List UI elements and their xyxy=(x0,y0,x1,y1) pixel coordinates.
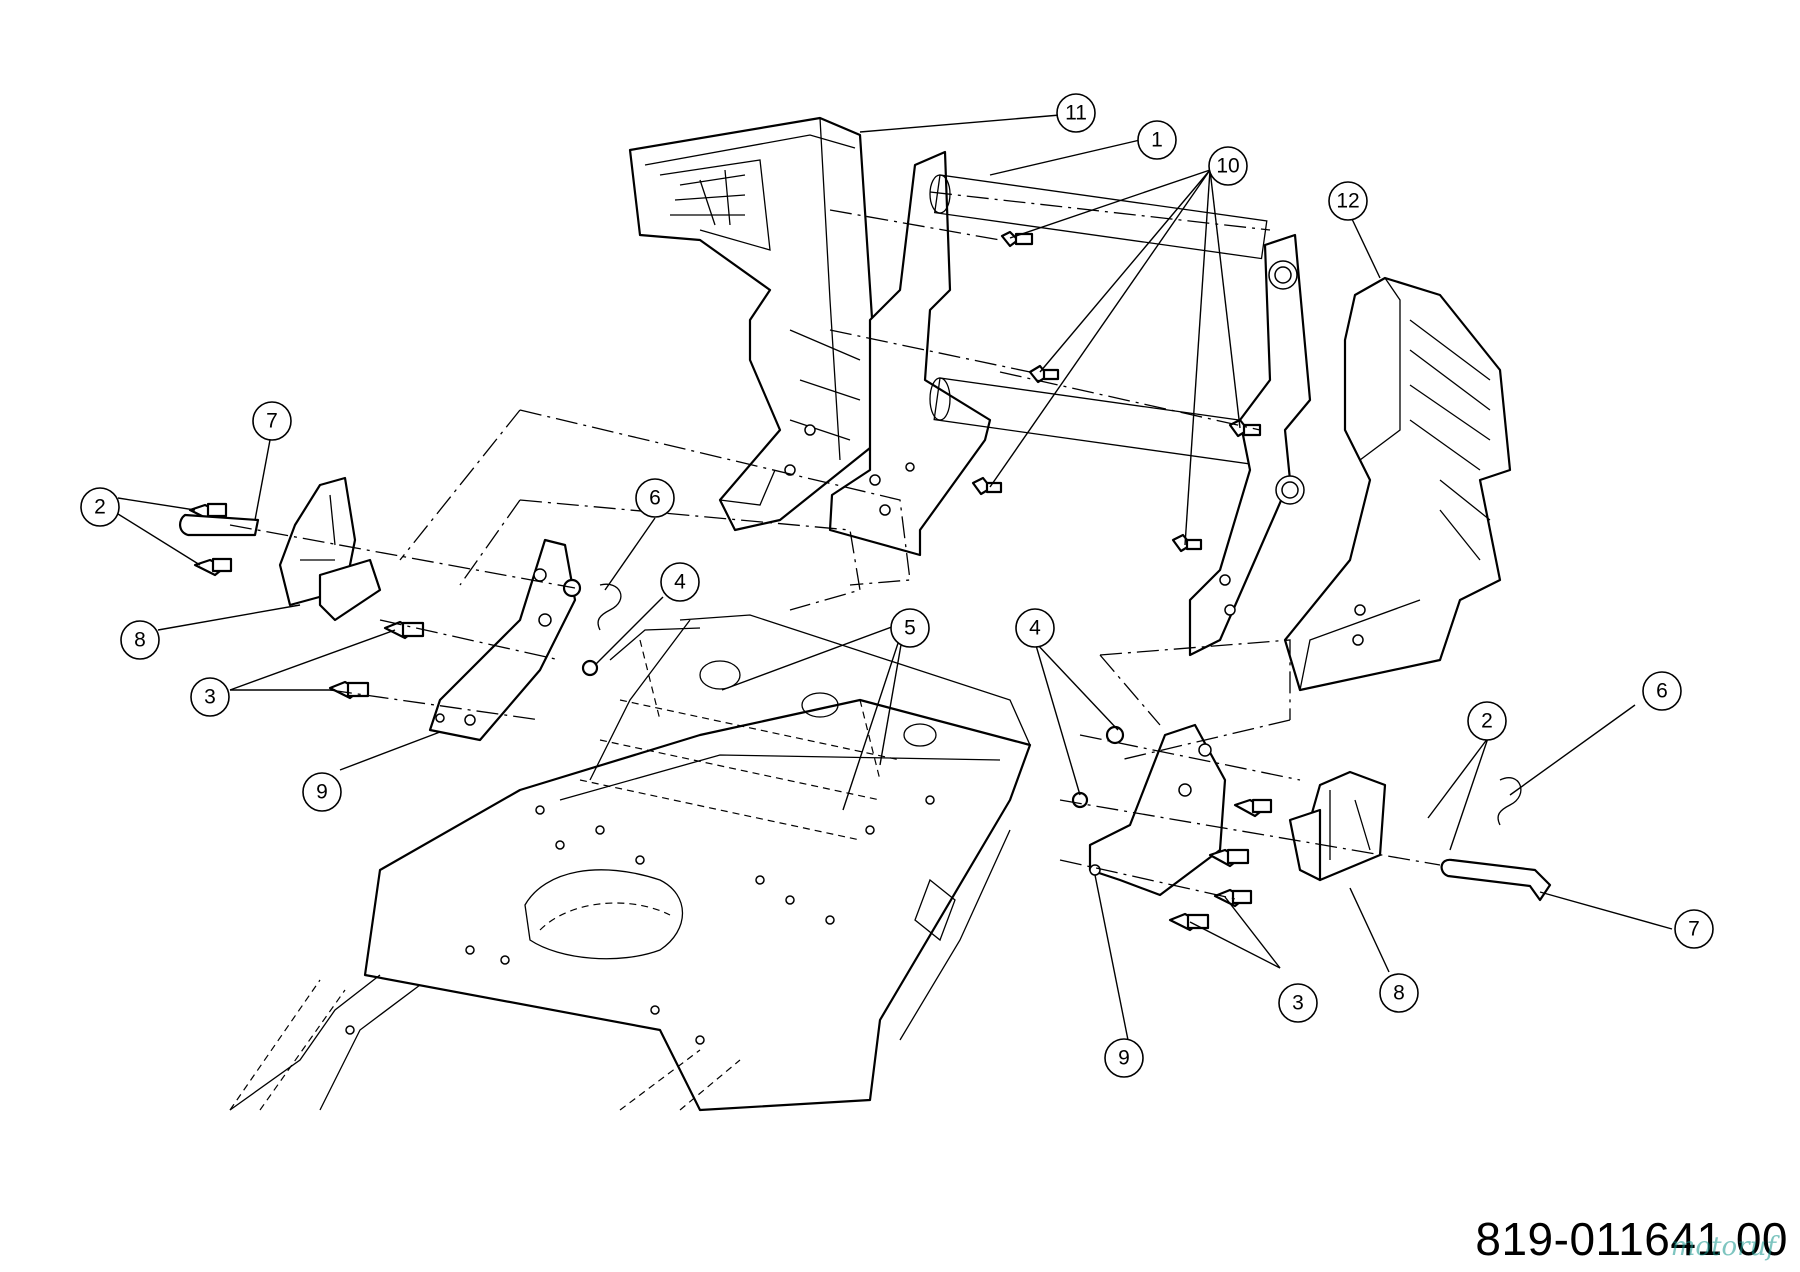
svg-text:2: 2 xyxy=(1481,710,1493,733)
part-1-bumper-frame xyxy=(828,150,1312,657)
svg-text:10: 10 xyxy=(1216,155,1239,178)
right-bracket-assembly xyxy=(1071,723,1552,932)
svg-text:2: 2 xyxy=(94,496,106,519)
callout-6-left: 6 xyxy=(635,478,675,518)
callout-3-right: 3 xyxy=(1278,983,1318,1023)
part-9-left-side-plate xyxy=(428,538,577,742)
part-11-left-hood-panel xyxy=(628,116,882,532)
svg-text:1: 1 xyxy=(1151,129,1163,152)
svg-text:7: 7 xyxy=(1688,918,1700,941)
callout-6-right: 6 xyxy=(1642,671,1682,711)
callout-3-left: 3 xyxy=(190,677,230,717)
svg-text:8: 8 xyxy=(1393,982,1405,1005)
callout-8-right: 8 xyxy=(1379,973,1419,1013)
alignment-lines xyxy=(229,191,1441,901)
svg-text:11: 11 xyxy=(1065,102,1087,125)
callout-4-left: 4 xyxy=(660,562,700,602)
callout-2-left: 2 xyxy=(80,487,120,527)
svg-text:3: 3 xyxy=(1292,992,1304,1015)
svg-text:6: 6 xyxy=(1656,680,1668,703)
callout-7-right: 7 xyxy=(1674,909,1714,949)
drawing-number: 819-011641 00 xyxy=(1475,1213,1788,1265)
part-12-right-hood-panel xyxy=(1283,276,1512,692)
callout-4-right: 4 xyxy=(1015,608,1055,648)
left-bracket-assembly xyxy=(179,476,622,742)
svg-text:12: 12 xyxy=(1336,190,1359,213)
callout-9-right: 9 xyxy=(1104,1038,1144,1078)
callout-2-right: 2 xyxy=(1467,701,1507,741)
part-10-bolts xyxy=(971,230,1262,553)
callout-11: 11 xyxy=(1056,93,1096,133)
callout-12: 12 xyxy=(1328,181,1368,221)
tractor-frame xyxy=(229,614,1032,1112)
part-7-right-pin xyxy=(1440,858,1552,902)
svg-text:7: 7 xyxy=(266,410,278,433)
svg-text:5: 5 xyxy=(904,617,916,640)
callout-10: 10 xyxy=(1208,146,1248,186)
callout-1: 1 xyxy=(1137,120,1177,160)
svg-text:4: 4 xyxy=(1029,617,1041,640)
svg-text:4: 4 xyxy=(674,571,686,594)
svg-text:8: 8 xyxy=(134,629,146,652)
callout-9-left: 9 xyxy=(302,772,342,812)
leader-lines xyxy=(117,114,1673,1041)
part-7-left-pin xyxy=(179,513,260,537)
svg-text:6: 6 xyxy=(649,487,661,510)
callout-8-left: 8 xyxy=(120,620,160,660)
svg-text:3: 3 xyxy=(204,686,216,709)
svg-text:9: 9 xyxy=(316,781,328,804)
svg-text:9: 9 xyxy=(1118,1047,1130,1070)
callout-7-left: 7 xyxy=(252,401,292,441)
callout-5: 5 xyxy=(890,608,930,648)
